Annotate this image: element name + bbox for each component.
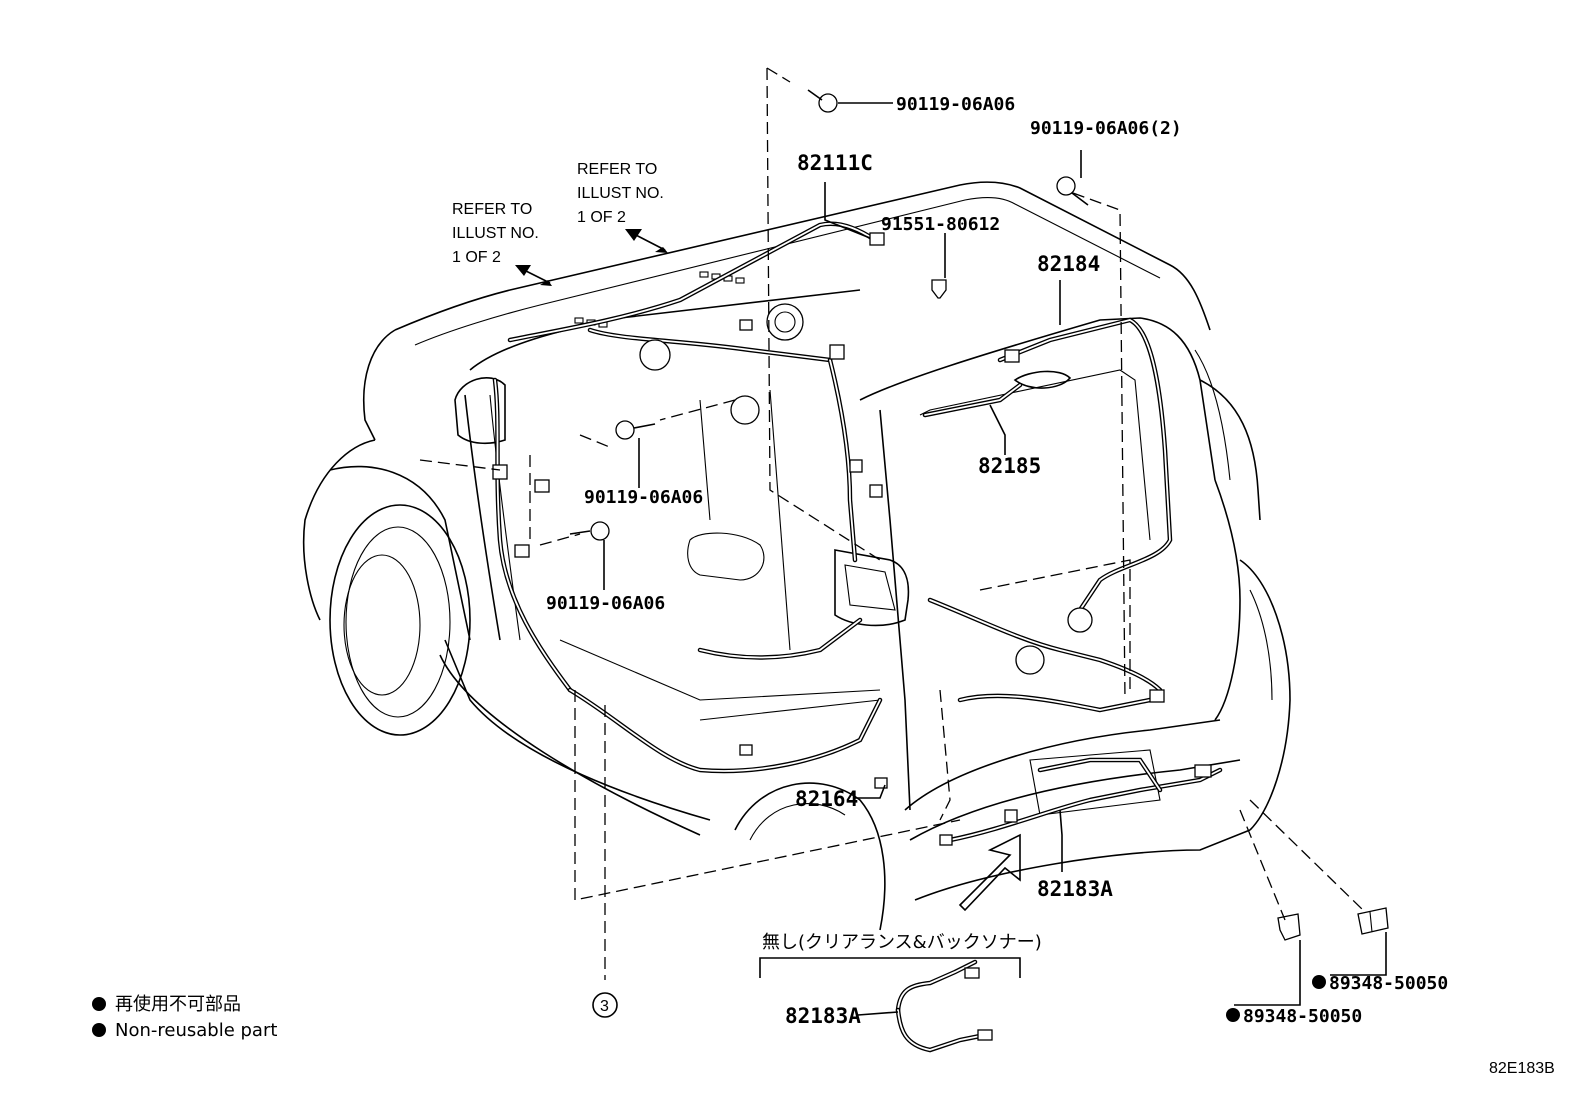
svg-text:3: 3 (600, 998, 609, 1015)
svg-text:ILLUST NO.: ILLUST NO. (452, 225, 539, 242)
dashed-guides (419, 67, 1366, 980)
svg-text:1 OF 2: 1 OF 2 (452, 249, 501, 266)
part-label-clip: 91551-80612 (881, 214, 1000, 235)
option-note: 無し(クリアランス&バックソナー) (759, 932, 1042, 978)
connectors (492, 232, 1212, 1041)
refer-note-1: REFER TO ILLUST NO. 1 OF 2 (452, 201, 539, 266)
bolt-icon (569, 521, 610, 541)
svg-text:無し(クリアランス&バックソナー): 無し(クリアランス&バックソナー) (762, 932, 1042, 953)
callout-circle: 3 (592, 992, 618, 1018)
part-label-harness-door: 82184 (1037, 252, 1100, 276)
bracket-icon (1357, 907, 1389, 935)
bolt-icon (807, 89, 838, 113)
figure-code: 82E183B (1489, 1060, 1555, 1077)
part-label-bolt-inner: 90119-06A06 (584, 487, 703, 508)
part-label-bracket-1: 89348-50050 (1312, 973, 1448, 994)
vehicle-body-outline (302, 181, 1291, 931)
clip-icon (931, 279, 947, 299)
part-label-bolt-right: 90119-06A06(2) (1030, 118, 1182, 139)
svg-text:89348-50050: 89348-50050 (1329, 973, 1448, 994)
leader-lines (515, 102, 1387, 1016)
legend-jp: 再使用不可部品 (115, 994, 241, 1015)
part-label-harness-roof: 82111C (797, 151, 873, 175)
part-label-harness-bumper: 82183A (1037, 877, 1113, 901)
bracket-icon (1277, 913, 1301, 941)
part-label-bracket-2: 89348-50050 (1226, 1006, 1362, 1027)
svg-text:89348-50050: 89348-50050 (1243, 1006, 1362, 1027)
wire-harness-routes (492, 221, 1223, 1053)
part-label-bolt-top: 90119-06A06 (896, 94, 1015, 115)
part-label-harness-door-sub: 82185 (978, 454, 1041, 478)
svg-text:ILLUST NO.: ILLUST NO. (577, 185, 664, 202)
legend-en: Non-reusable part (115, 1020, 277, 1041)
svg-text:REFER TO: REFER TO (577, 161, 657, 178)
part-label-harness-floor: 82164 (795, 787, 858, 811)
refer-note-2: REFER TO ILLUST NO. 1 OF 2 (577, 161, 664, 226)
part-label-harness-alt: 82183A (785, 1004, 861, 1028)
legend: 再使用不可部品 Non-reusable part (92, 994, 277, 1041)
bolt-icon (1056, 176, 1089, 206)
part-label-bolt-lower: 90119-06A06 (546, 593, 665, 614)
svg-text:1 OF 2: 1 OF 2 (577, 209, 626, 226)
bolt-icon (615, 420, 656, 440)
svg-text:REFER TO: REFER TO (452, 201, 532, 218)
